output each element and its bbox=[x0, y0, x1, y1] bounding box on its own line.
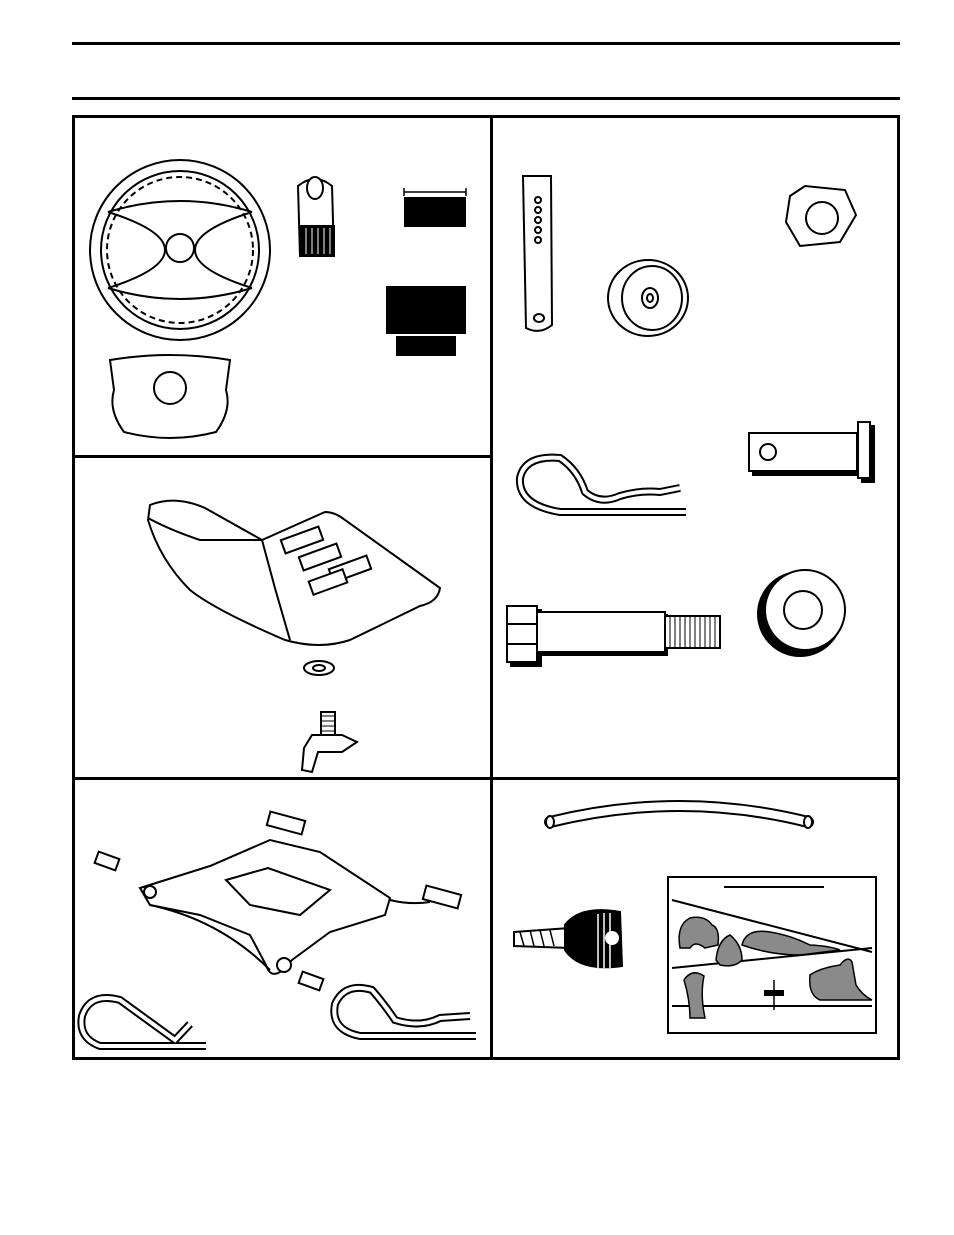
label-icon bbox=[386, 188, 466, 356]
decal-card-icon bbox=[668, 877, 876, 1033]
hairpin-cotter-icon bbox=[81, 988, 476, 1046]
seat-icon bbox=[148, 501, 440, 645]
deck-wheel-icon bbox=[608, 260, 688, 336]
steering-cap-icon bbox=[110, 355, 230, 438]
panel-hitch-parts bbox=[493, 118, 897, 777]
panel-seat bbox=[75, 458, 490, 777]
ignition-key-icon bbox=[514, 910, 622, 968]
washer-icon bbox=[758, 570, 845, 656]
header-rule bbox=[72, 97, 900, 100]
panel-seat-bracket bbox=[75, 780, 490, 1057]
clevis-pin-icon bbox=[749, 422, 874, 482]
steering-wheel-icon bbox=[90, 160, 270, 340]
gauge-wheel-link-icon bbox=[523, 176, 552, 331]
seat-knob-icon bbox=[302, 712, 357, 772]
steering-adapter-icon bbox=[298, 177, 334, 256]
hose-icon bbox=[546, 806, 812, 828]
panel-accessories bbox=[493, 780, 897, 1057]
hairpin-cotter-icon bbox=[520, 458, 686, 512]
panel-steering bbox=[75, 118, 490, 455]
top-rule bbox=[72, 42, 900, 45]
hex-nut-icon bbox=[786, 186, 856, 246]
seat-washer-icon bbox=[304, 661, 334, 675]
shoulder-bolt-icon bbox=[507, 606, 720, 666]
seat-bracket-icon bbox=[95, 812, 462, 991]
